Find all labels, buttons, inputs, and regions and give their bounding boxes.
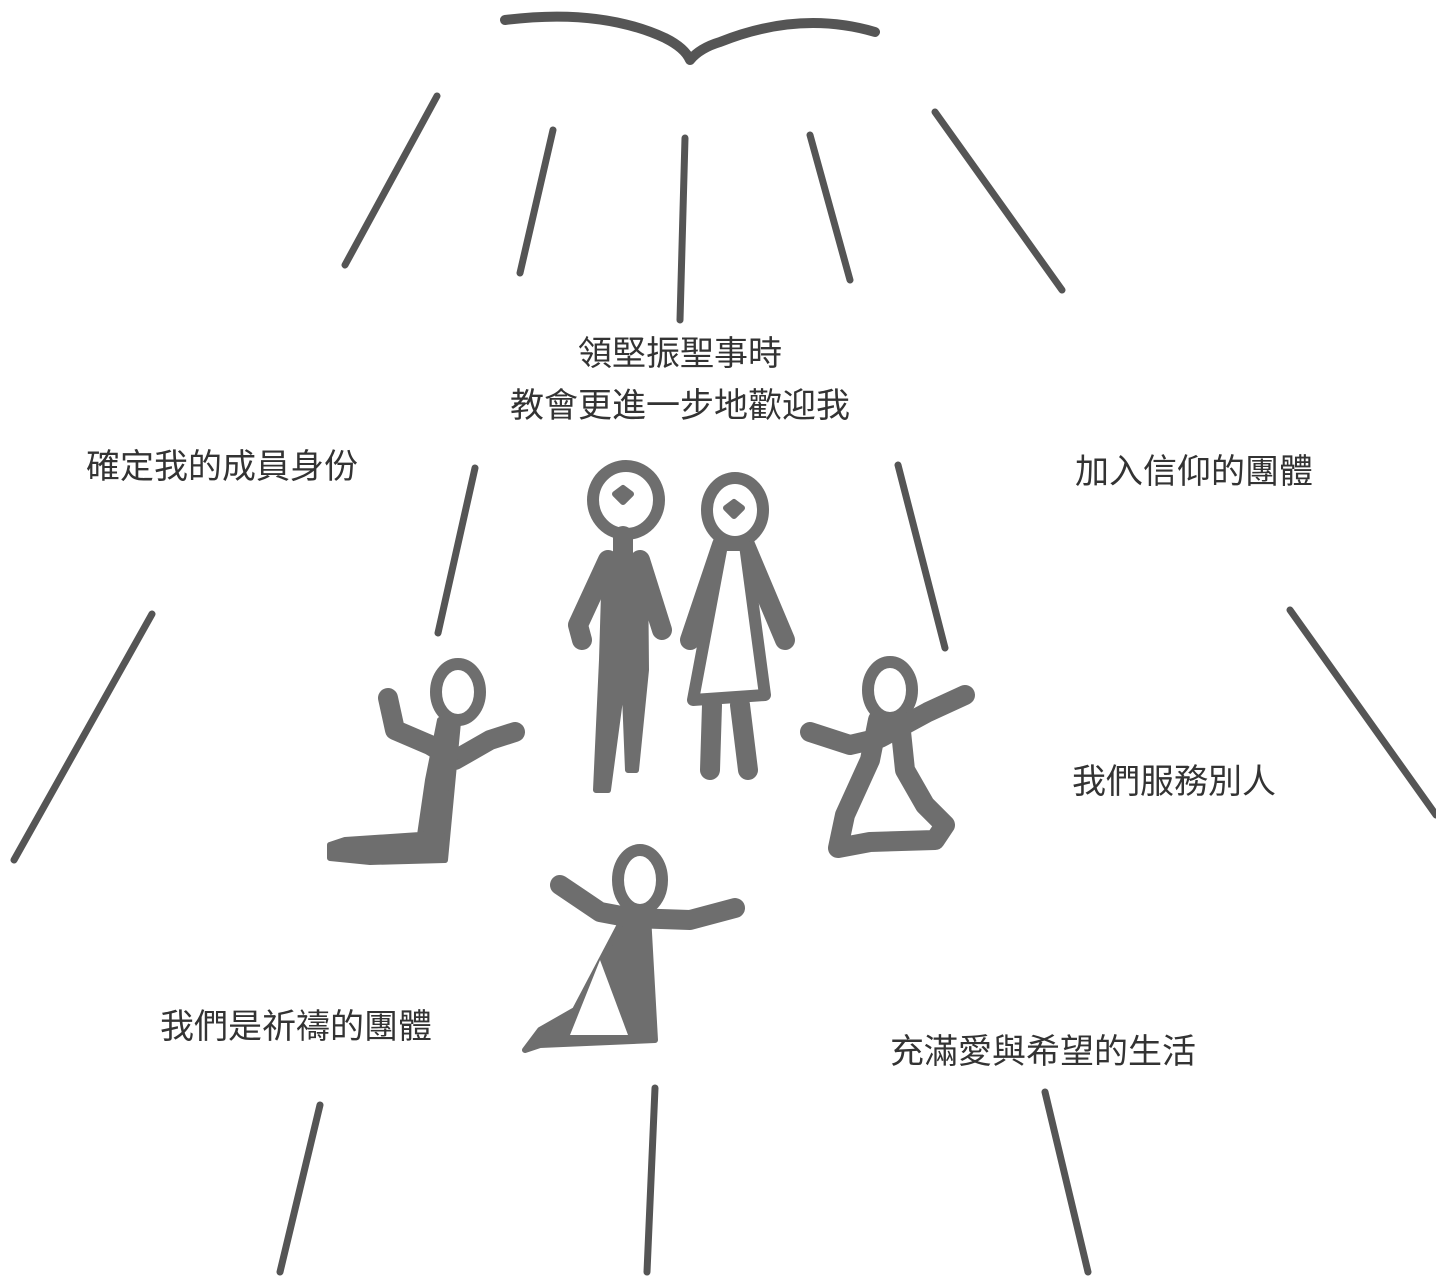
label-join-community: 加入信仰的團體: [1075, 452, 1313, 492]
label-praying-community: 我們是祈禱的團體: [160, 1007, 432, 1047]
ray-line: [516, 126, 557, 277]
person-icon: [568, 460, 672, 793]
dove-icon: [500, 11, 880, 65]
person-icon: [327, 658, 525, 865]
ray-line: [676, 134, 689, 324]
ray-line: [10, 610, 156, 864]
ray-line: [931, 108, 1066, 294]
person-icon: [522, 844, 745, 1053]
ray-line: [1041, 1088, 1092, 1276]
ray-line: [434, 464, 479, 637]
label-membership: 確定我的成員身份: [86, 447, 358, 487]
person-icon: [800, 656, 975, 858]
person-icon: [680, 472, 795, 780]
label-love-hope-life: 充滿愛與希望的生活: [890, 1032, 1196, 1072]
ray-line: [341, 92, 441, 269]
center-text-line-1: 領堅振聖事時: [578, 334, 782, 374]
ray-line: [276, 1101, 324, 1276]
center-text-line-2: 教會更進一步地歡迎我: [510, 386, 850, 426]
ray-line: [1286, 606, 1436, 819]
center-text: 領堅振聖事時 教會更進一步地歡迎我: [430, 328, 930, 432]
ray-line: [643, 1084, 659, 1276]
ray-line: [806, 131, 854, 284]
label-serve-others: 我們服務別人: [1072, 762, 1276, 802]
ray-line: [894, 461, 949, 652]
